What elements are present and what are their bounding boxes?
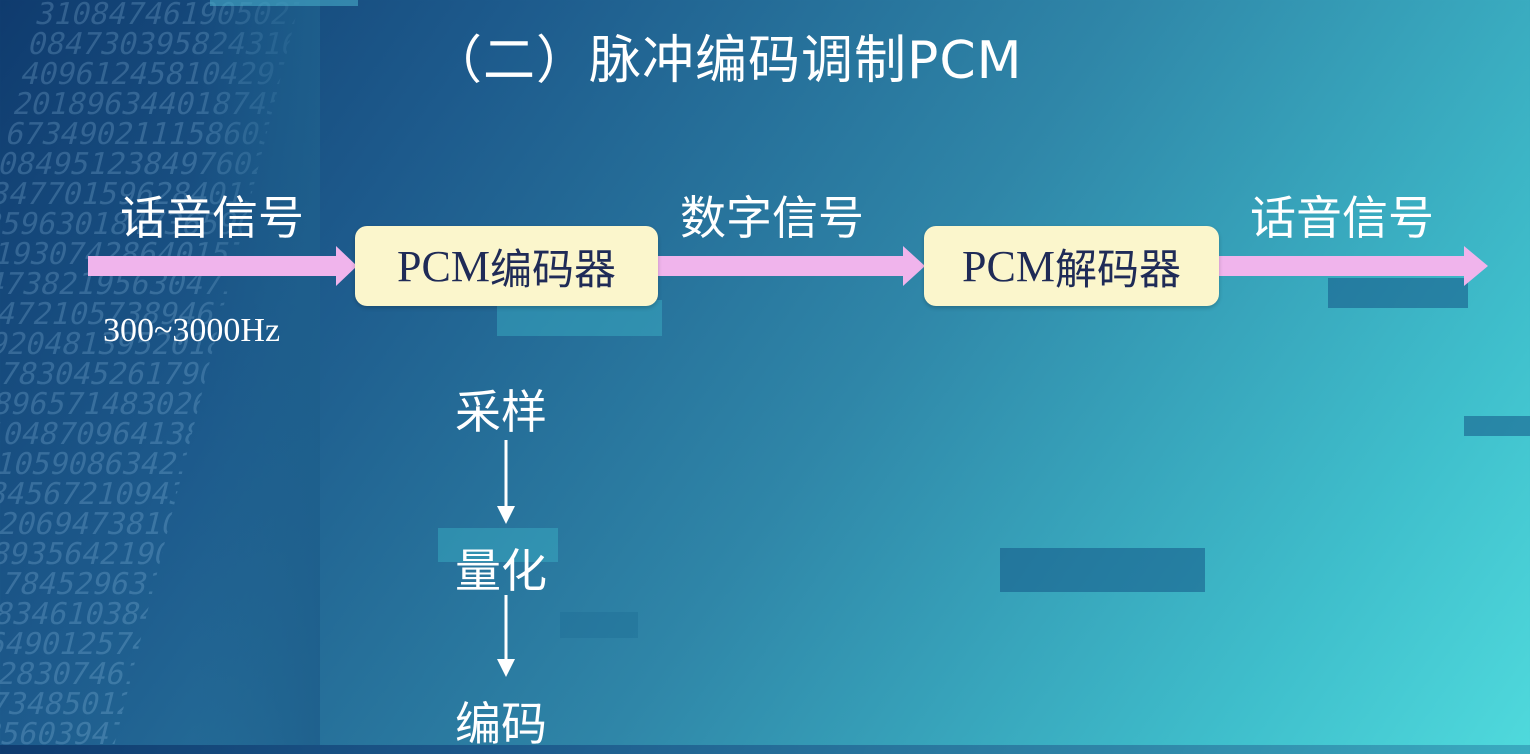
encoder-prefix: PCM	[397, 241, 490, 291]
frequency-range-label: 300~3000Hz	[103, 312, 281, 349]
encoder-suffix: 编码器	[489, 244, 616, 294]
step-sampling: 采样	[455, 385, 547, 439]
decoder-prefix: PCM	[962, 241, 1055, 291]
decor-bar	[1328, 278, 1468, 308]
decor-bar	[560, 612, 638, 638]
step-encoding: 编码	[455, 697, 547, 751]
decor-bar	[497, 300, 662, 336]
digital-signal-label: 数字信号	[680, 191, 864, 245]
step-quantization: 量化	[455, 544, 547, 598]
decor-bar	[210, 0, 358, 6]
output-arrow	[1218, 246, 1488, 286]
input-arrow	[88, 246, 357, 286]
slide-title: （二）脉冲编码调制PCM	[430, 31, 1023, 91]
decoder-suffix: 解码器	[1054, 244, 1181, 294]
digital-arrow	[657, 246, 925, 286]
step-arrow-2	[497, 595, 515, 677]
decor-bar	[438, 528, 558, 562]
decor-bar	[1464, 416, 1530, 436]
input-signal-label: 话音信号	[120, 191, 304, 245]
decor-bar	[1000, 548, 1205, 592]
step-arrow-1	[497, 440, 515, 524]
output-signal-label: 话音信号	[1250, 191, 1434, 245]
